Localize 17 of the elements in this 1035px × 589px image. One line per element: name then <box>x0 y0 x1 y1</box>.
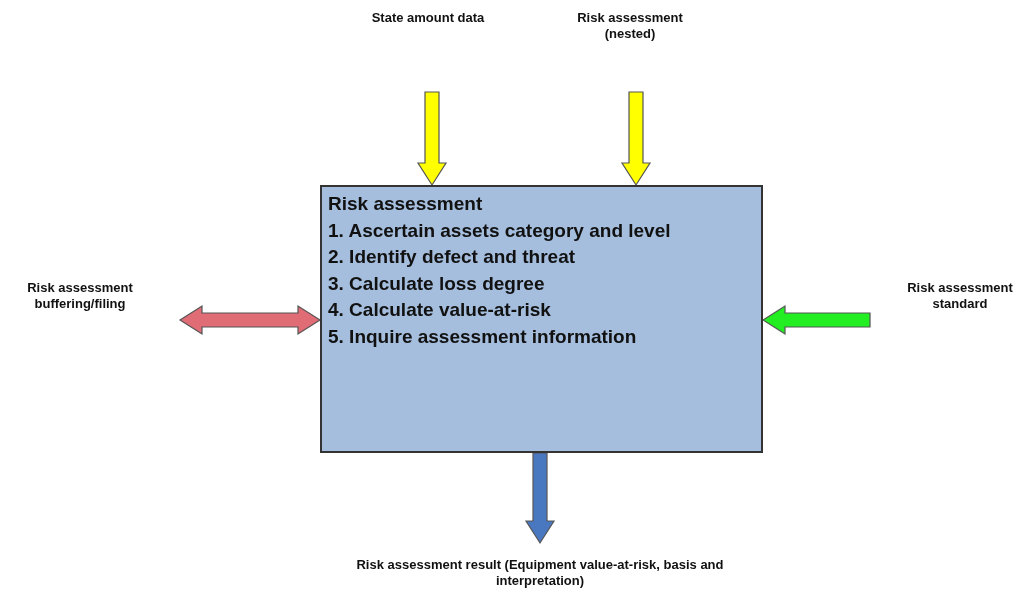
step-text: 3. Calculate loss degree <box>328 271 546 296</box>
block-arrow <box>178 304 321 336</box>
input-label: Risk assessment standard <box>880 280 1035 314</box>
block-arrow <box>762 304 871 336</box>
input-label: Risk assessment result (Equipment value-at-risk, basis and interpretation) <box>320 557 760 589</box>
block-arrow <box>416 91 448 186</box>
block-arrow <box>620 91 652 186</box>
step-text: 2. Identify defect and threat <box>328 245 577 269</box>
box-heading: Risk assessment <box>328 192 484 216</box>
input-label: Risk assessment (nested) <box>560 10 700 44</box>
step-text: 4. Calculate value-at-risk <box>328 298 552 322</box>
block-arrow <box>524 452 556 544</box>
step-text: 1. Ascertain assets category and level <box>328 218 672 243</box>
step-text: 5. Inquire assessment information <box>328 324 638 349</box>
input-label: State amount data <box>353 10 503 28</box>
process-box <box>320 185 763 453</box>
input-label: Risk assessment buffering/filing <box>5 280 155 314</box>
